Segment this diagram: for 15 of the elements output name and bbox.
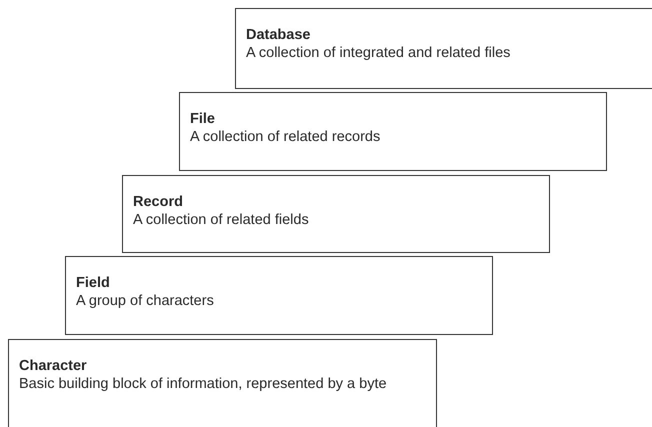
level-box <box>65 256 493 335</box>
level-title: Character <box>19 357 88 375</box>
level-title: Record <box>133 193 184 211</box>
level-title: File <box>190 110 216 128</box>
level-description: A collection of related records <box>190 128 382 147</box>
level-box <box>179 92 607 171</box>
level-title: Field <box>76 274 111 292</box>
level-description: Basic building block of information, represented by a byte <box>19 375 388 394</box>
level-description: A group of characters <box>76 292 215 311</box>
level-box <box>122 175 550 253</box>
level-title: Database <box>246 26 312 44</box>
level-box <box>235 8 652 89</box>
level-box <box>8 339 437 427</box>
level-description: A collection of integrated and related files <box>246 44 512 63</box>
level-description: A collection of related fields <box>133 211 310 230</box>
